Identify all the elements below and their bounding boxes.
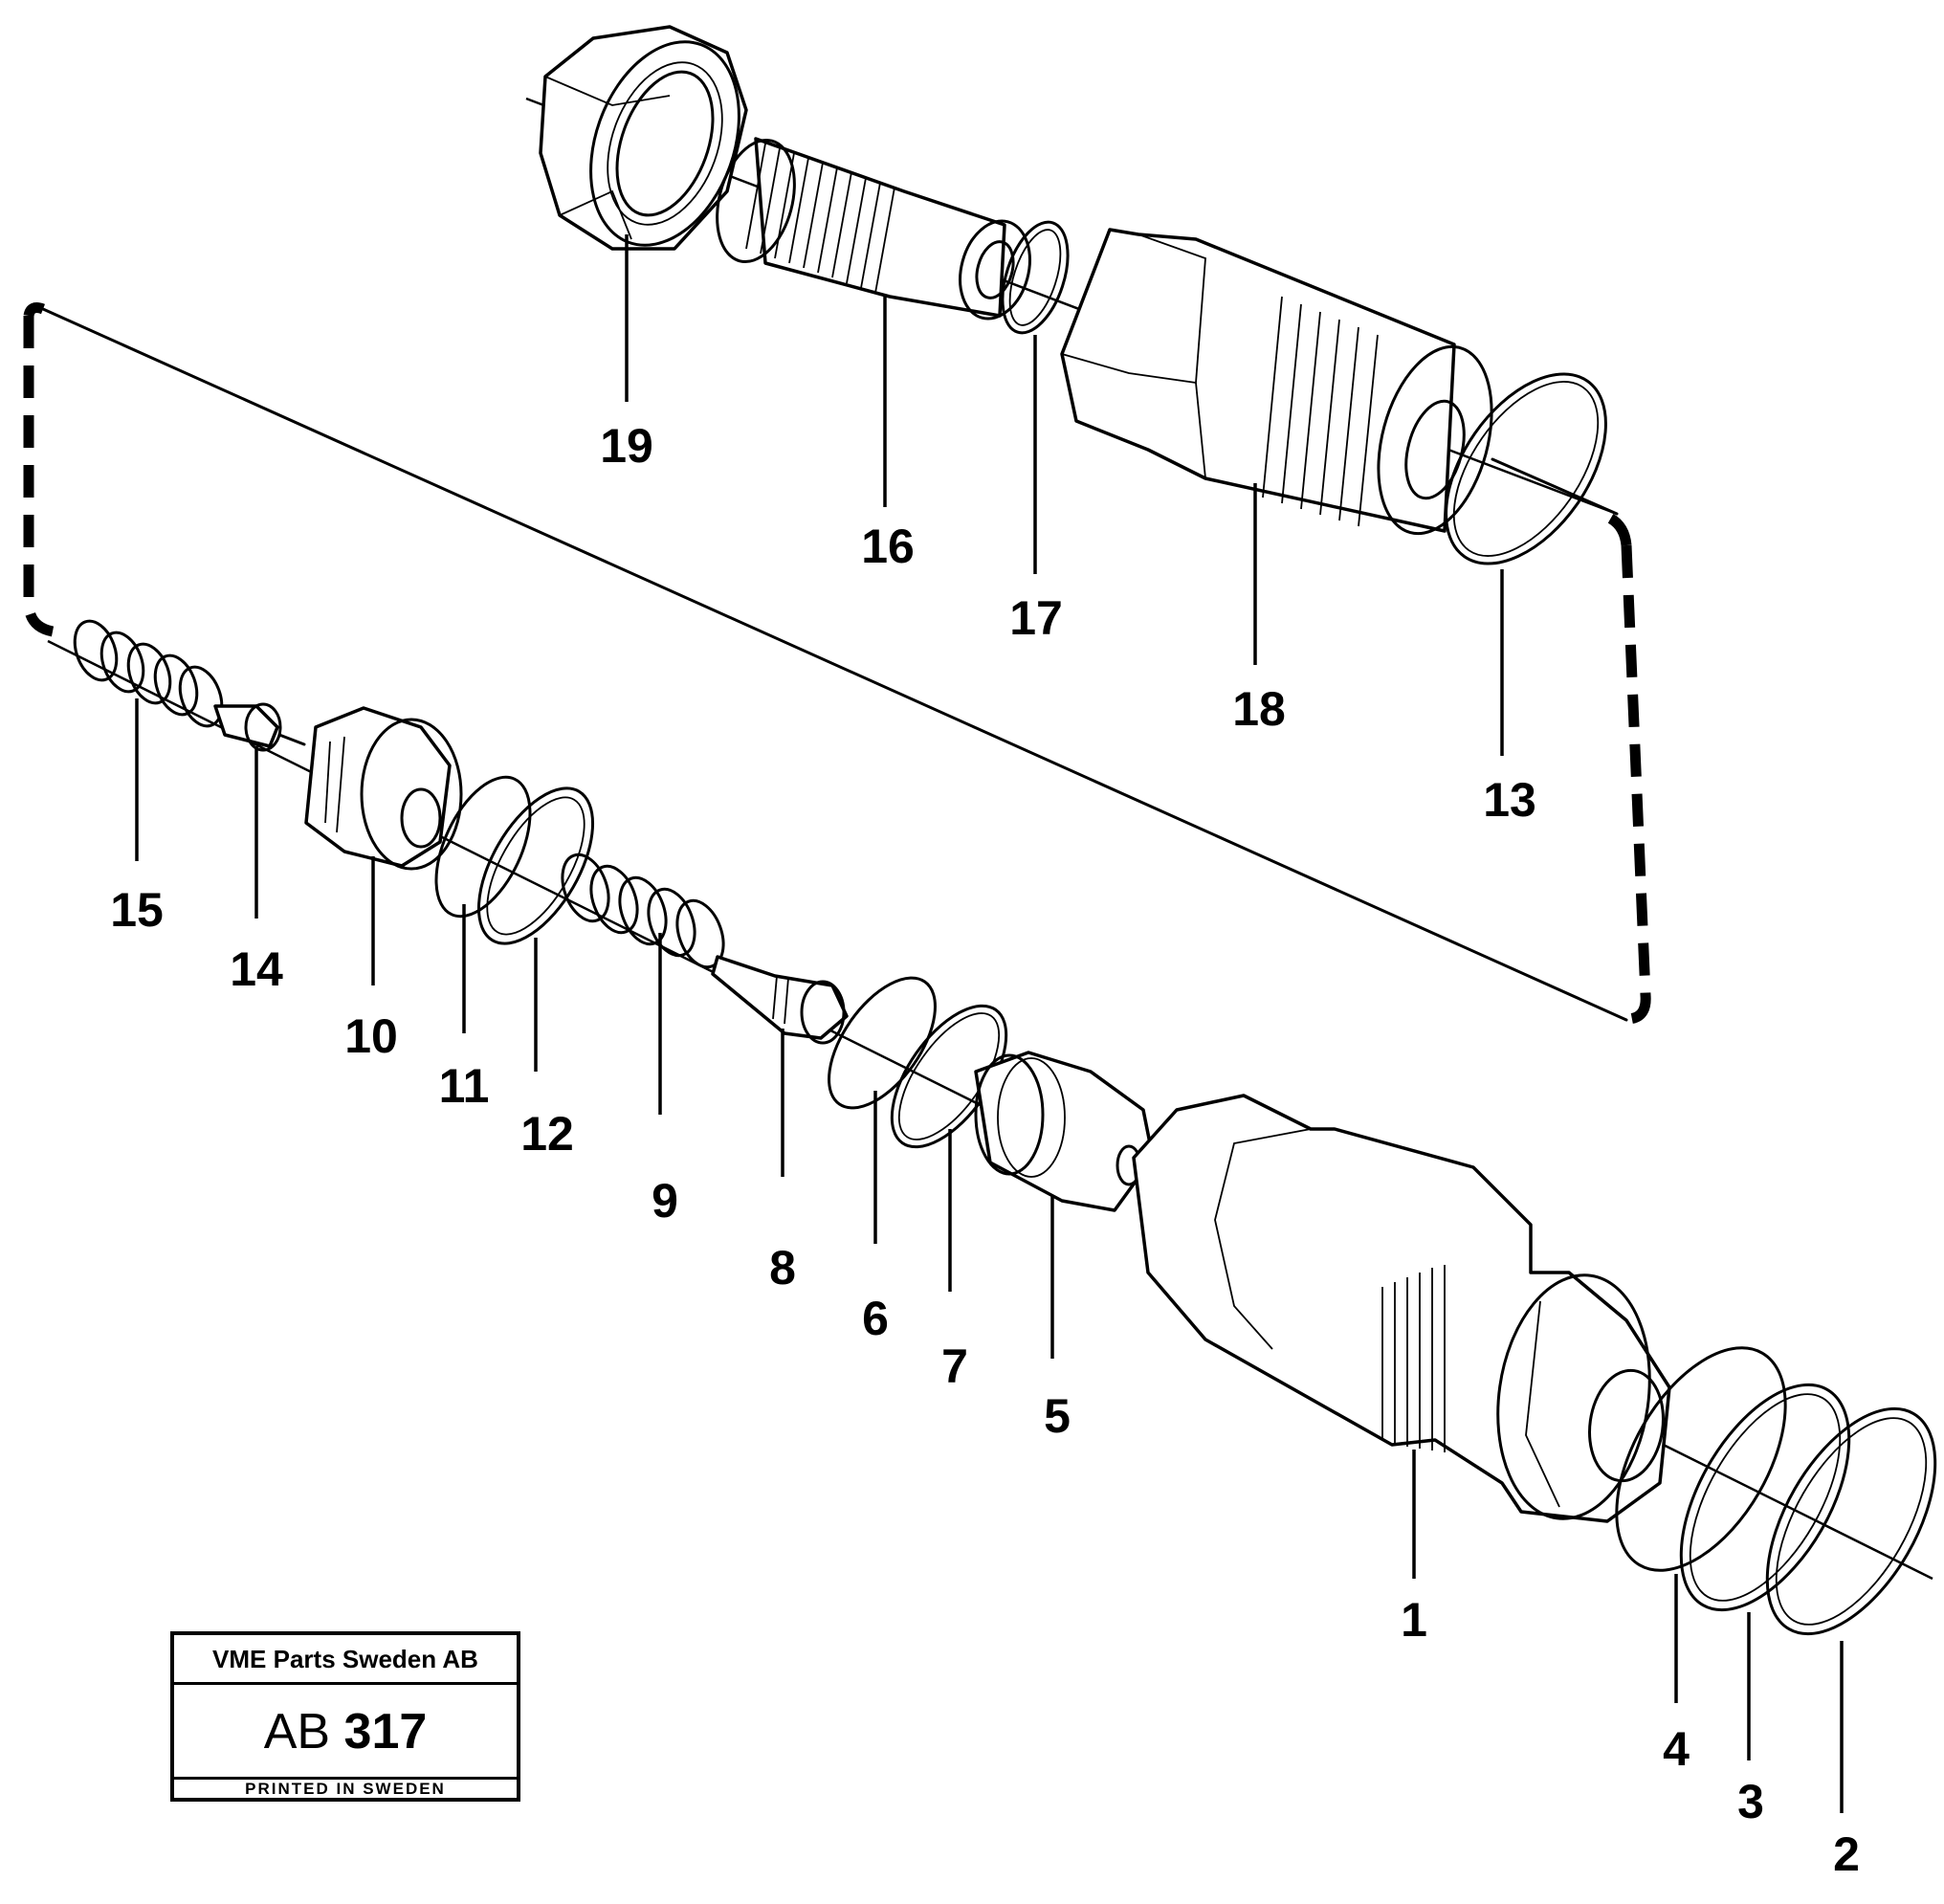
part-label-11: 11 (439, 1059, 490, 1113)
seal-ring-2 (1765, 1406, 1937, 1636)
part-labels: 19 16 17 18 13 15 14 10 11 12 9 8 6 7 5 … (110, 419, 1860, 1881)
valve-poppet-8 (711, 955, 849, 1045)
part-label-16: 16 (861, 520, 915, 573)
part-label-8: 8 (769, 1241, 796, 1295)
part-label-9: 9 (652, 1174, 678, 1228)
plug-18 (1060, 228, 1493, 536)
part-label-5: 5 (1044, 1389, 1071, 1443)
pilot-poppet-14 (213, 702, 306, 752)
part-label-19: 19 (600, 419, 653, 473)
drawing-code-prefix: AB (263, 1704, 331, 1760)
spring-15 (73, 619, 224, 728)
printed-note: PRINTED IN SWEDEN (174, 1777, 517, 1798)
part-label-10: 10 (344, 1009, 398, 1063)
part-label-3: 3 (1737, 1775, 1764, 1828)
drawing-code: AB 317 (174, 1685, 517, 1777)
part-label-15: 15 (110, 883, 164, 937)
o-ring-11 (434, 775, 532, 919)
o-ring-4 (1615, 1346, 1787, 1572)
backup-ring-12 (476, 786, 595, 945)
part-label-17: 17 (1009, 591, 1063, 645)
o-ring-17 (1001, 220, 1070, 335)
part-label-18: 18 (1232, 682, 1286, 736)
spring-9 (561, 852, 725, 969)
part-label-4: 4 (1663, 1722, 1690, 1776)
part-label-6: 6 (862, 1292, 889, 1345)
company-name: VME Parts Sweden AB (174, 1635, 517, 1685)
guide-bushing-10 (304, 706, 463, 871)
part-label-1: 1 (1401, 1593, 1427, 1647)
part-label-14: 14 (230, 942, 283, 996)
title-block: VME Parts Sweden AB AB 317 PRINTED IN SW… (170, 1631, 520, 1802)
leader-lines (135, 234, 1844, 1813)
subassembly-dashed-outline (23, 302, 1651, 1025)
valve-housing-1 (1132, 1094, 1671, 1523)
part-label-13: 13 (1483, 773, 1536, 827)
part-label-2: 2 (1833, 1827, 1860, 1881)
valve-seat-5 (974, 1051, 1155, 1212)
drawing-code-number: 317 (343, 1704, 428, 1760)
adjusting-screw-16 (716, 137, 1031, 321)
o-ring-13 (1445, 372, 1607, 565)
part-label-7: 7 (941, 1339, 968, 1393)
o-ring-6 (828, 976, 937, 1110)
lock-nut-19 (539, 25, 748, 251)
backup-ring-3 (1679, 1383, 1851, 1612)
part-label-12: 12 (520, 1107, 574, 1161)
